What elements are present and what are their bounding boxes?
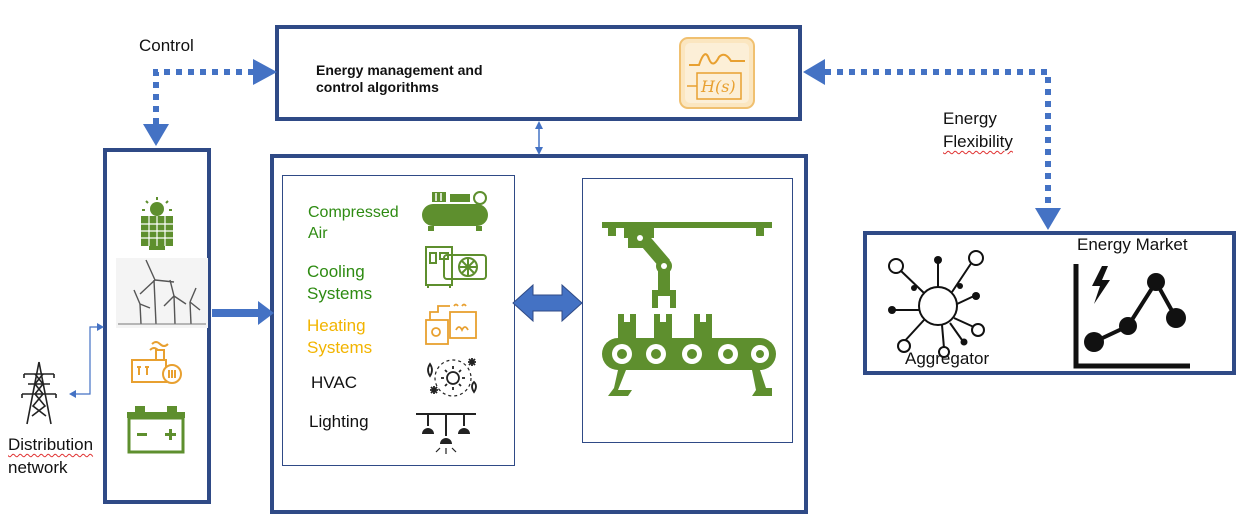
distribution-link xyxy=(69,323,104,398)
ems-title-line2: control algorithms xyxy=(316,79,439,95)
control-arrow xyxy=(143,59,277,146)
energy-market-box xyxy=(863,231,1236,375)
lighting-icon xyxy=(416,413,476,454)
transmission-tower-icon xyxy=(21,361,57,425)
load-label-heating: Heating Systems xyxy=(307,315,372,359)
loads-line-double-arrow xyxy=(512,283,583,323)
sources-to-plant-arrow xyxy=(212,301,274,325)
load-label-lighting: Lighting xyxy=(309,412,369,431)
ems-title-line1: Energy management and xyxy=(316,62,483,78)
load-label-cooling: Cooling Systems xyxy=(307,261,372,305)
aggregator-network-icon xyxy=(888,250,985,358)
network-label: network xyxy=(8,458,68,477)
flexibility-label: Flexibility xyxy=(943,132,1013,151)
energy-market-label: Energy Market xyxy=(1077,235,1188,254)
heating-system-icon xyxy=(425,303,477,345)
control-label: Control xyxy=(139,36,194,55)
load-label-compressed-air: Compressed Air xyxy=(308,202,399,244)
load-label-hvac: HVAC xyxy=(311,373,357,392)
battery-icon xyxy=(127,406,185,454)
solar-panel-icon xyxy=(141,197,173,250)
robot-arm-conveyor-icon xyxy=(602,222,776,396)
load-line2: Systems xyxy=(307,284,373,303)
market-chart-icon xyxy=(1073,264,1190,369)
cooling-unit-icon xyxy=(425,246,487,288)
transfer-function-icon: H(s) xyxy=(679,37,755,109)
ems-plant-link xyxy=(535,121,543,155)
flexibility-arrow xyxy=(803,59,1061,230)
load-line1: Heating xyxy=(307,316,366,335)
wind-turbine-icon xyxy=(116,258,208,328)
energy-label: Energy xyxy=(943,109,997,128)
load-line2: Systems xyxy=(307,338,373,357)
distribution-label: Distribution xyxy=(8,435,94,454)
air-compressor-icon xyxy=(422,191,488,231)
load-line2: Air xyxy=(308,225,328,242)
svg-text:H(s): H(s) xyxy=(700,77,736,96)
aggregator-label: Aggregator xyxy=(905,349,990,368)
load-line1: Compressed xyxy=(308,204,399,221)
hvac-icon xyxy=(427,358,477,397)
load-line1: Cooling xyxy=(307,262,365,281)
power-plant-icon xyxy=(131,341,182,384)
